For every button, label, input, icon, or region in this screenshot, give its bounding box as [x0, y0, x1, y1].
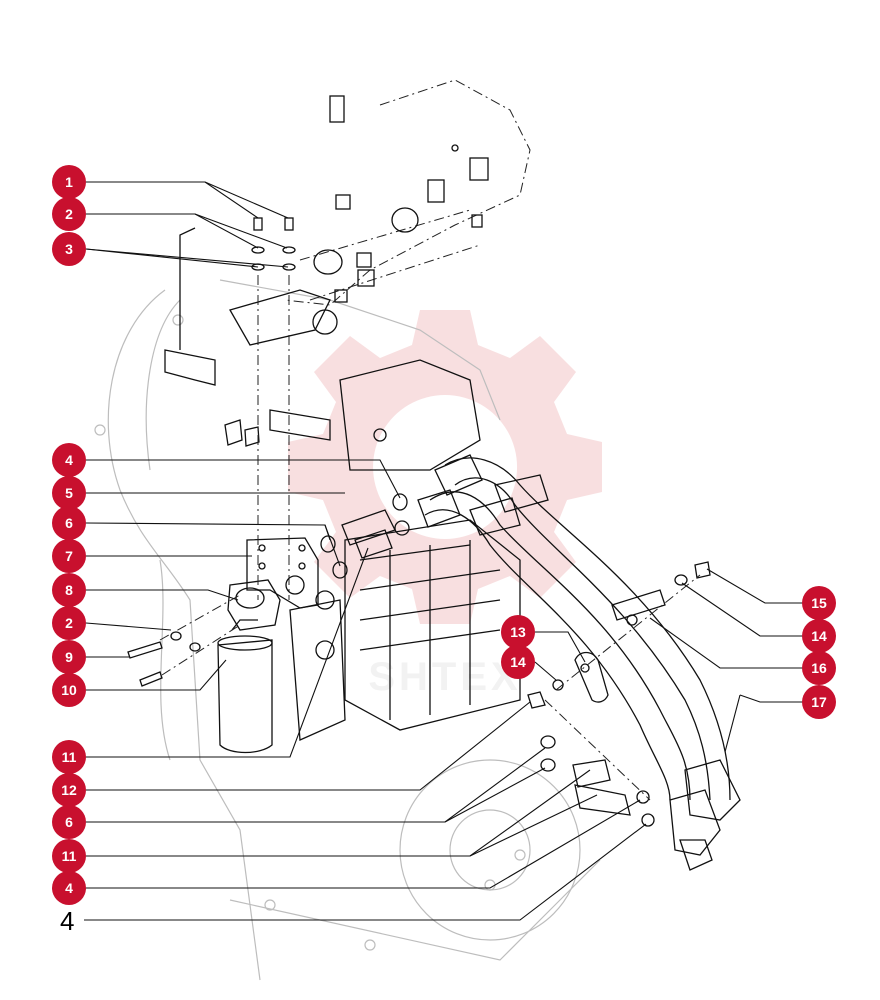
- svg-text:14: 14: [510, 654, 526, 670]
- svg-text:12: 12: [61, 782, 77, 798]
- upper-fittings: [320, 493, 410, 579]
- svg-text:6: 6: [65, 814, 73, 830]
- hydraulic-hoses: [417, 454, 741, 871]
- callout-10: 10: [52, 673, 86, 707]
- callout-12: 12: [52, 773, 86, 807]
- valve-cover-plate: [284, 79, 531, 306]
- callout-15: 15: [802, 586, 836, 620]
- mounting-bracket: [164, 227, 338, 441]
- callout-4: 4: [52, 443, 86, 477]
- callout-3: 3: [52, 232, 86, 266]
- callout-8: 8: [52, 573, 86, 607]
- leader-lines: [84, 181, 803, 921]
- callout-17: 17: [802, 685, 836, 719]
- callout-2-lower: 2: [52, 606, 86, 640]
- plain-label-4: 4: [60, 906, 74, 936]
- callout-7: 7: [52, 539, 86, 573]
- svg-text:4: 4: [65, 880, 73, 896]
- svg-text:11: 11: [62, 848, 77, 864]
- svg-text:16: 16: [811, 660, 827, 676]
- svg-text:3: 3: [65, 241, 73, 257]
- svg-text:1: 1: [65, 174, 73, 190]
- callout-6-lower: 6: [52, 805, 86, 839]
- svg-text:13: 13: [510, 624, 526, 640]
- callout-4-lower: 4: [52, 871, 86, 905]
- watermark-gear-shape: [288, 310, 602, 624]
- filter-assembly: [217, 537, 319, 754]
- svg-text:6: 6: [65, 515, 73, 531]
- svg-text:17: 17: [811, 694, 827, 710]
- callout-9: 9: [52, 640, 86, 674]
- svg-text:15: 15: [811, 595, 827, 611]
- svg-text:2: 2: [65, 206, 73, 222]
- callout-6: 6: [52, 506, 86, 540]
- svg-text:7: 7: [65, 548, 73, 564]
- screws: [127, 594, 241, 687]
- lower-fittings: [527, 691, 655, 827]
- callout-16: 16: [802, 651, 836, 685]
- watermark-text: SHTEX: [368, 655, 521, 699]
- callout-11-lower: 11: [52, 839, 86, 873]
- svg-text:9: 9: [65, 649, 73, 665]
- callout-2: 2: [52, 197, 86, 231]
- callout-14-right: 14: [802, 619, 836, 653]
- callout-13: 13: [501, 615, 535, 649]
- watermark-gear: SHTEX: [288, 310, 602, 699]
- callout-1: 1: [52, 165, 86, 199]
- svg-text:4: 4: [65, 452, 73, 468]
- svg-text:5: 5: [65, 485, 73, 501]
- svg-text:14: 14: [811, 628, 827, 644]
- svg-text:11: 11: [62, 749, 77, 765]
- svg-text:10: 10: [61, 682, 77, 698]
- control-valve-block: [224, 359, 521, 741]
- callout-5: 5: [52, 476, 86, 510]
- top-bolts: [251, 217, 296, 600]
- transmission-housing: [94, 279, 601, 981]
- svg-text:8: 8: [65, 582, 73, 598]
- svg-text:2: 2: [65, 615, 73, 631]
- callout-14-left: 14: [501, 645, 535, 679]
- callout-11: 11: [52, 740, 86, 774]
- hose-clamp: [552, 561, 711, 703]
